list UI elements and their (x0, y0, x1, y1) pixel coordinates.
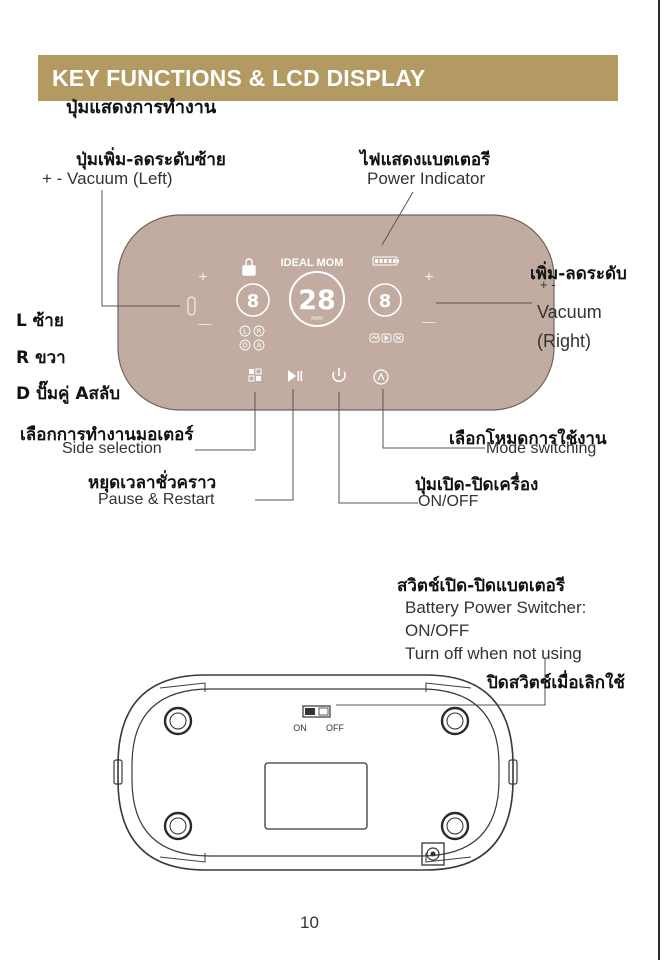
device-underside (113, 674, 518, 871)
page-edge (658, 0, 660, 960)
battery-switch-label-th-2: ปิดสวิตช์เมื่อเลิกใช้ (487, 673, 625, 693)
lcd-value: 28 (298, 285, 336, 316)
onoff-label-th: ปุ่มเปิด-ปิดเครื่อง (415, 475, 539, 495)
mode-letter-a: A (257, 342, 262, 350)
power-indicator-label-en: Power Indicator (367, 169, 486, 188)
side-selection-icon[interactable] (248, 368, 262, 382)
left-level-digit: 8 (247, 291, 260, 312)
legend-l: L ซ้าย (16, 311, 64, 331)
rubber-feet (163, 706, 470, 841)
battery-switch-leader (336, 658, 546, 706)
side-selection-label-en: Side selection (62, 440, 162, 457)
vacuum-left-slider (187, 296, 196, 316)
battery-cover (264, 762, 368, 830)
lcd-unit: mm (311, 315, 323, 322)
mode-switching-label-th: เลือกโหมดการใช้งาน (449, 429, 607, 449)
mode-icon[interactable] (373, 369, 389, 385)
brand-logo: IDEAL MOM (281, 257, 344, 269)
power-indicator-label-th: ไฟแสดงแบตเตอรี (360, 150, 491, 170)
header-banner (38, 55, 618, 101)
vacuum-left-label-en: + - Vacuum (Left) (42, 169, 173, 188)
vacuum-right-plus[interactable]: + (424, 269, 433, 286)
mode-letter-d: D (242, 342, 247, 350)
vacuum-right-label-en-1: Vacuum (537, 302, 602, 322)
charging-port-icon (421, 842, 445, 866)
vacuum-left-leader (101, 190, 180, 307)
mode-indicators (369, 333, 404, 343)
page-title: KEY FUNCTIONS & LCD DISPLAY (52, 65, 426, 91)
mode-switching-leader (382, 389, 485, 449)
vacuum-left-plus[interactable]: + (198, 269, 207, 286)
pause-label-th: หยุดเวลาชั่วคราว (88, 473, 217, 493)
page-number: 10 (300, 913, 319, 932)
battery-switch-label-en-1: Battery Power Switcher: (405, 598, 587, 617)
vacuum-right-symbols: + - (540, 277, 556, 292)
center-lcd (289, 271, 345, 327)
left-level-display (236, 283, 270, 317)
vacuum-left-minus[interactable]: — (199, 316, 212, 331)
battery-switch-label-en-2: ON/OFF (405, 621, 470, 640)
legend-r: R ขวา (16, 348, 66, 368)
pause-label-en: Pause & Restart (98, 491, 215, 508)
vacuum-right-label-en-2: (Right) (537, 331, 592, 351)
battery-icon (372, 256, 399, 266)
mode-letter-l: L (243, 328, 247, 336)
switch-on-label: ON (293, 723, 307, 733)
right-level-display (368, 283, 402, 317)
side-selection-leader (195, 392, 256, 451)
battery-switch-label-th: สวิตช์เปิด-ปิดแบตเตอรี (397, 576, 566, 596)
battery-switch[interactable] (302, 705, 331, 718)
right-level-digit: 8 (379, 291, 392, 312)
pause-leader (255, 389, 294, 501)
side-selection-label-th: เลือกการทำงานมอเตอร์ (20, 425, 194, 445)
side-mode-indicators: L R D A (239, 325, 265, 351)
vacuum-right-minus[interactable]: — (423, 314, 436, 329)
control-panel (117, 214, 555, 411)
lock-icon (242, 258, 256, 276)
legend-d: D ปั๊มคู่ Aสลับ (16, 384, 121, 404)
mode-letter-r: R (257, 328, 262, 336)
vacuum-right-label-th: เพิ่ม-ลดระดับ (530, 264, 627, 284)
power-icon[interactable] (332, 368, 346, 383)
mode-switching-label-en: Mode switching (486, 440, 597, 457)
subtitle-thai: ปุ่มแสดงการทำงาน (66, 97, 217, 118)
power-indicator-leader (381, 191, 414, 246)
pause-restart-icon[interactable] (288, 370, 303, 382)
vacuum-left-label-th: ปุ่มเพิ่ม-ลดระดับซ้าย (76, 150, 226, 170)
switch-off-label: OFF (326, 723, 344, 733)
battery-switch-label-en-3: Turn off when not using (405, 644, 582, 663)
onoff-leader (338, 392, 418, 504)
onoff-label-en: ON/OFF (418, 493, 479, 510)
